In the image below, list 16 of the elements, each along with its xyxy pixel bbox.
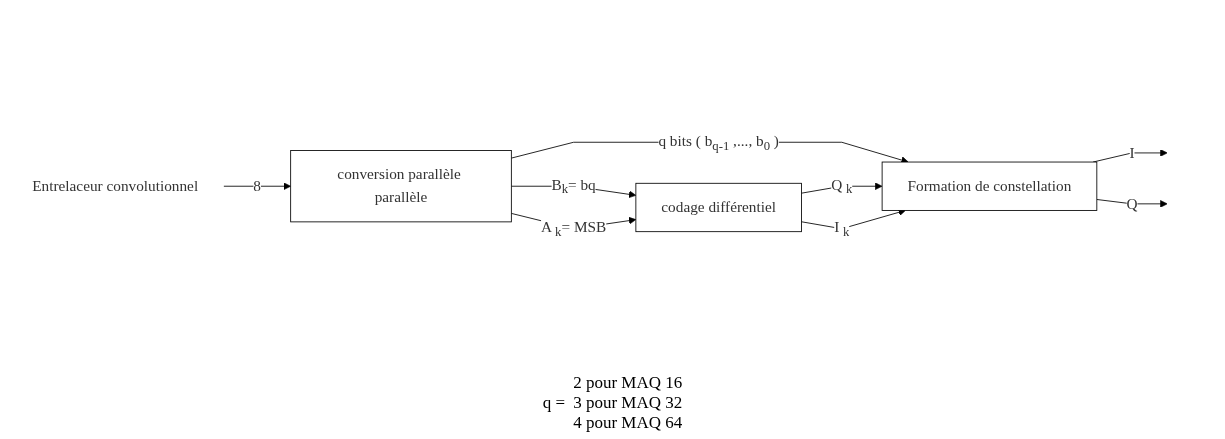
node-box: codage différentiel [635,182,802,233]
note-text: 4 pour MAQ 64 [573,413,683,433]
node-text: Entrelaceur convolutionnel [32,177,199,195]
edge-label: q bits ( b$_{q-1}$ ,..., b$_{0}$ ) [658,132,779,153]
edge-label: B$_{k}$= bq [551,176,596,197]
note-text: 2 pour MAQ 16 [573,373,683,393]
edge-label: Q $_{k}$ [831,176,853,197]
note-text: q = [542,393,566,413]
edge-label: Q [1126,194,1138,212]
note-text: 3 pour MAQ 32 [573,393,683,413]
node-box: Formation de constellation [881,161,1098,211]
edge-label: I $_{k}$ [834,218,850,239]
node-box: conversion parallèle parallèle [290,150,512,223]
edge-label: 8 [253,177,261,195]
edge-label: I [1129,144,1135,161]
edge-label: A $_{k}$= MSB [541,218,607,239]
